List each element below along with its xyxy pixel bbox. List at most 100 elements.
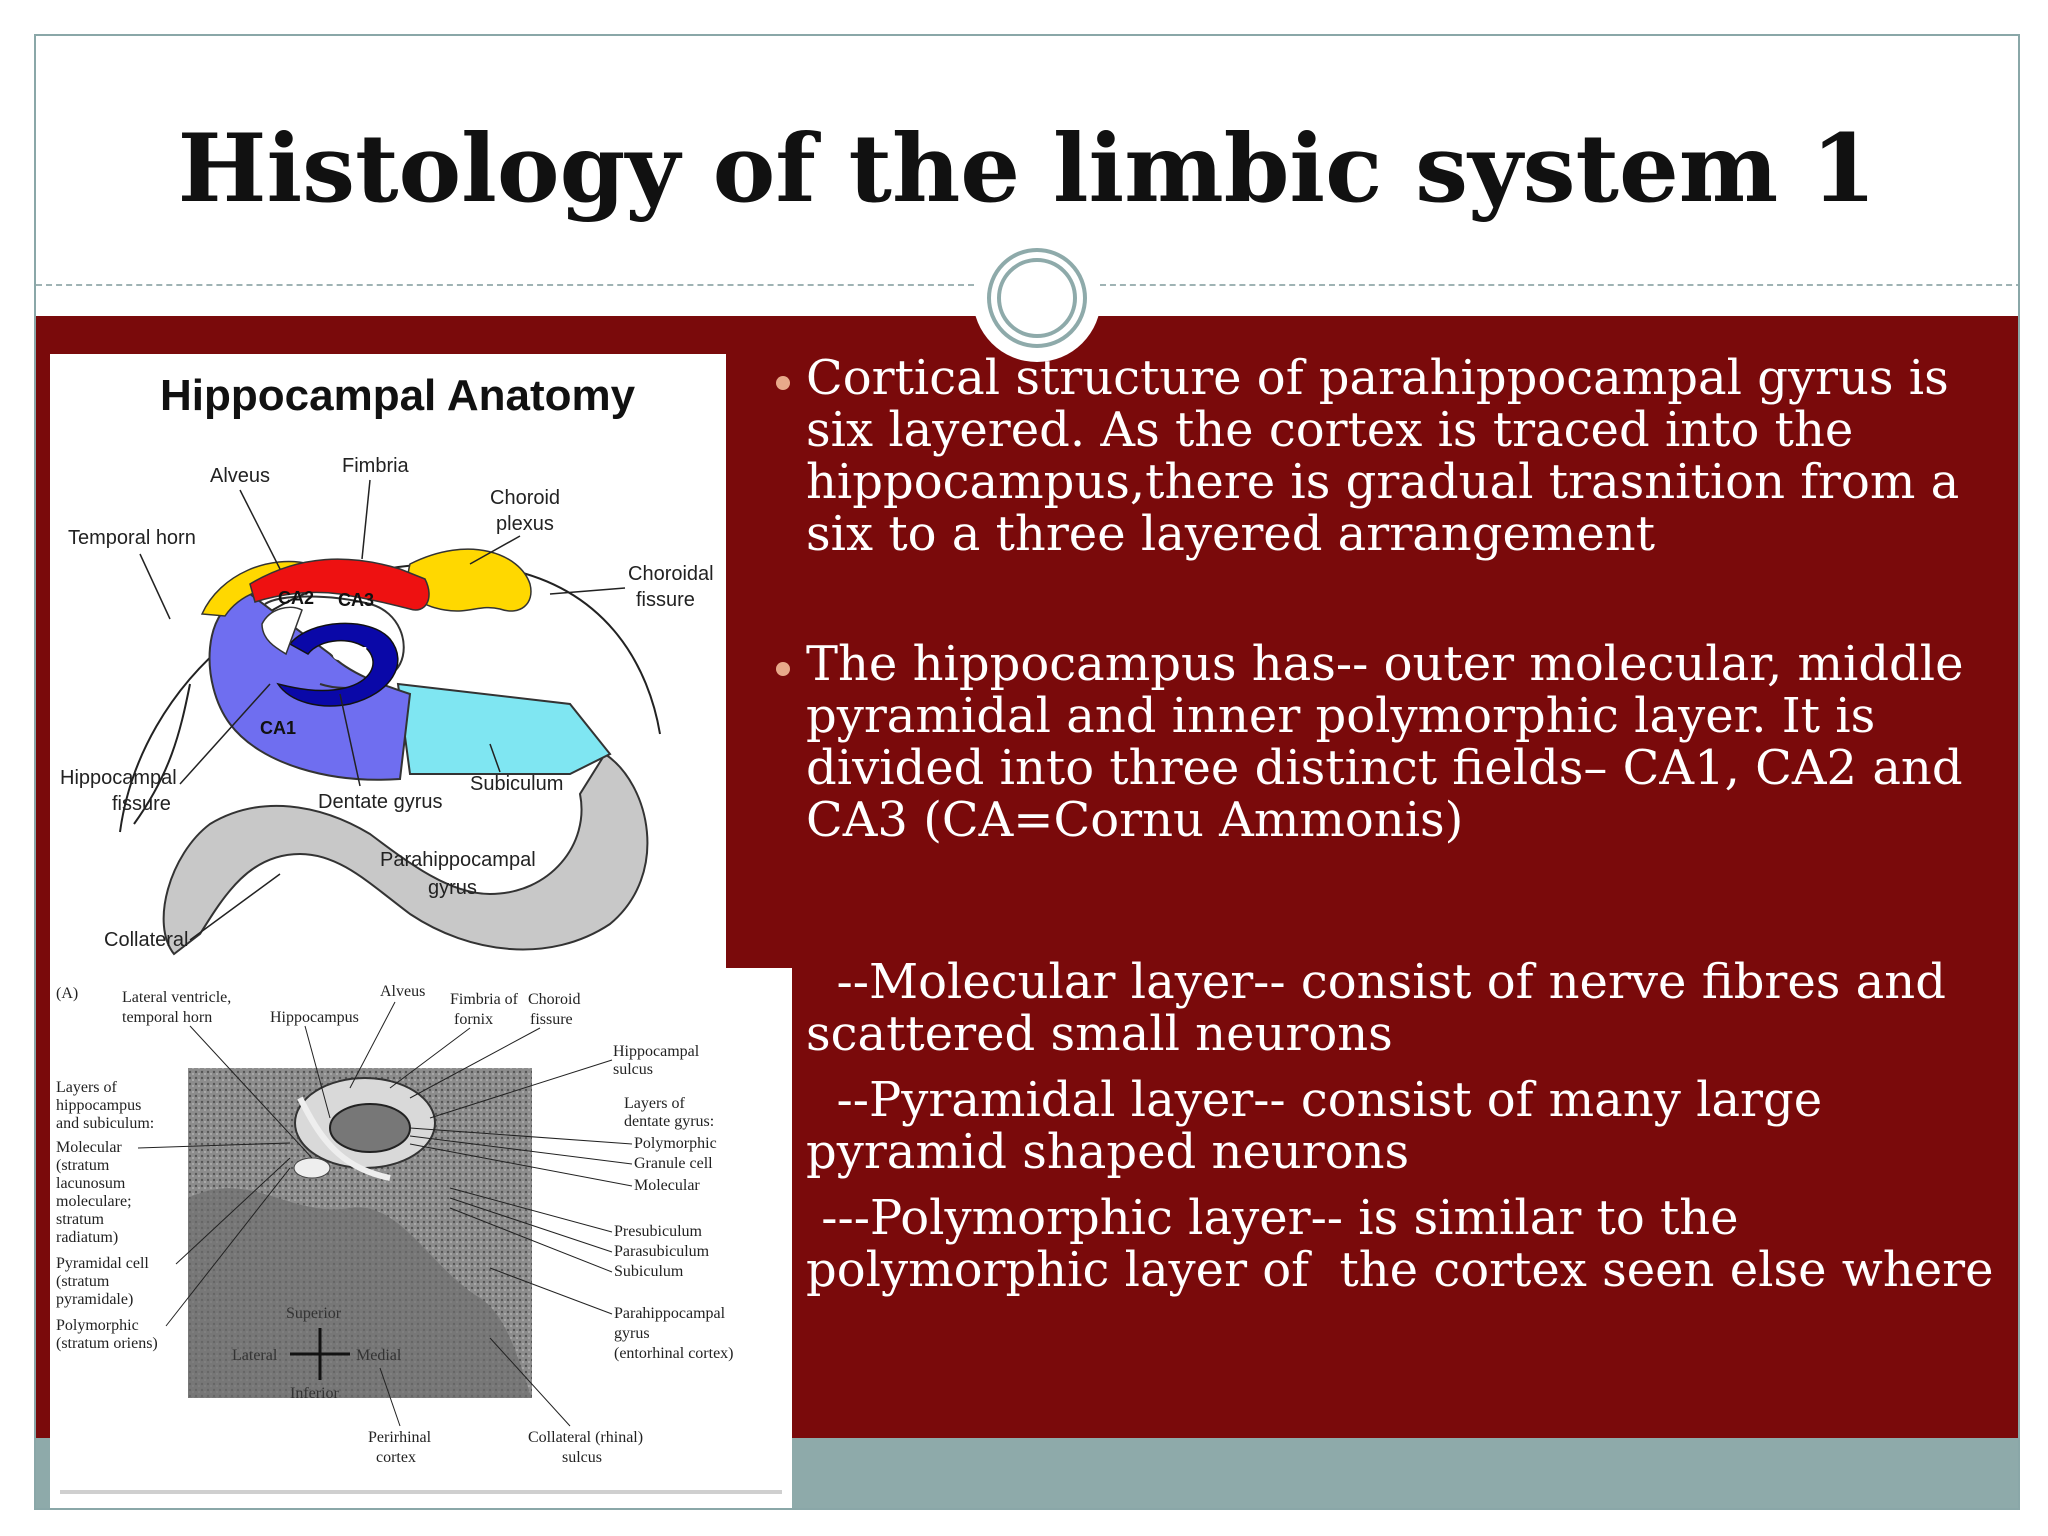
label-hippocampus-layers: hippocampus: [56, 1097, 141, 1114]
alveus-band: [297, 1096, 391, 1181]
label-hippocampal-sulcus: Hippocampal: [613, 1043, 700, 1060]
dentate-gyrus-region: [276, 622, 399, 707]
label-parahippocampal: Parahippocampal: [380, 849, 536, 871]
label-presubiculum: Presubiculum: [614, 1223, 703, 1240]
label-lateral: Lateral: [232, 1347, 278, 1364]
hippocampal-anatomy-diagram: Hippocampal Anatomy Alveus Fimbria: [60, 371, 714, 956]
label-ca2: CA2: [278, 588, 314, 608]
divider-left: [36, 284, 974, 286]
label-collateral-sulcus: sulcus: [562, 1449, 602, 1466]
label-fissure-2: fissure: [530, 1011, 573, 1028]
label-radiatum: radiatum): [56, 1229, 118, 1246]
label-stratum-oriens: (stratum oriens): [56, 1335, 158, 1352]
label-choroidal-fissure: fissure: [636, 589, 695, 611]
bullet-1: [776, 376, 790, 390]
histology-leader-lines: [137, 1001, 633, 1427]
label-alveus-2: Alveus: [380, 983, 425, 1000]
label-entorhinal: (entorhinal cortex): [614, 1345, 734, 1362]
label-ca1: CA1: [260, 718, 296, 738]
subiculum-region: [396, 682, 612, 775]
parahippocampal-region: [162, 752, 649, 956]
label-molecular: Molecular: [56, 1139, 122, 1156]
label-ca4: CA4: [332, 644, 368, 664]
label-stratum-2: stratum: [56, 1211, 105, 1228]
label-stratum-3: (stratum: [56, 1273, 110, 1290]
hippocampus-histology-figure: (A) Lateral ventricle, temporal horn Hip…: [50, 968, 792, 1508]
label-layers-of-dg: Layers of: [624, 1095, 686, 1112]
paragraph-1-line-1: Cortical structure of parahippocampal gy…: [806, 350, 1949, 406]
label-parasubiculum: Parasubiculum: [614, 1243, 710, 1260]
slide-frame: Histology of the limbic system 1 Hippoca…: [34, 34, 2020, 1510]
label-hippocampal: Hippocampal: [60, 767, 177, 789]
label-and-subiculum: and subiculum:: [56, 1115, 154, 1132]
paragraph-2: The hippocampus has-- outer molecular, m…: [806, 638, 1964, 846]
label-granule-cell: Granule cell: [634, 1155, 713, 1172]
label-choroid: Choroid: [490, 487, 560, 509]
figure-title: Hippocampal Anatomy: [160, 371, 636, 420]
label-dentate-gyrus-2: dentate gyrus:: [624, 1113, 714, 1130]
label-stratum-1: (stratum: [56, 1157, 110, 1174]
label-collateral-rhinal: Collateral (rhinal): [528, 1429, 643, 1446]
figure-credit-line: [60, 1490, 782, 1494]
label-pyramidal-cell: Pyramidal cell: [56, 1255, 149, 1272]
label-medial: Medial: [356, 1347, 402, 1364]
label-alveus: Alveus: [210, 465, 270, 487]
label-hippocampal-fissure: fissure: [112, 793, 171, 815]
ventricle-space: [293, 1157, 331, 1179]
label-choroidal: Choroidal: [628, 563, 714, 585]
outline-inner: [133, 683, 191, 825]
label-pyramidale: pyramidale): [56, 1291, 133, 1308]
tissue-dark-layer: [188, 1188, 532, 1398]
label-lateral-ventricle: Lateral ventricle,: [122, 989, 231, 1006]
label-inferior: Inferior: [290, 1385, 340, 1402]
molecular-layer-line-1: --Molecular layer-- consist of nerve fib…: [806, 954, 1946, 1010]
paragraph-2-line-2: pyramidal and inner polymorphic layer. I…: [806, 688, 1876, 744]
label-polymorphic: Polymorphic: [56, 1317, 139, 1334]
label-gyrus: gyrus: [428, 877, 477, 899]
polymorphic-layer-line-2: polymorphic layer of the cortex seen els…: [806, 1242, 1994, 1298]
pyramidal-layer-line-2: pyramid shaped neurons: [806, 1124, 1410, 1180]
hippocampal-anatomy-figure: Hippocampal Anatomy Alveus Fimbria: [50, 354, 726, 968]
label-plexus: plexus: [496, 513, 554, 535]
label-superior: Superior: [286, 1305, 342, 1322]
paragraph-1-line-4: six to a three layered arrangement: [806, 506, 1655, 562]
temporal-horn-cavity: [261, 606, 303, 656]
label-gyrus-2: gyrus: [614, 1325, 650, 1342]
label-fimbria: Fimbria: [342, 455, 410, 477]
label-perirhinal: Perirhinal: [368, 1429, 432, 1446]
label-choroid-2: Choroid: [528, 991, 580, 1008]
label-collateral: Collateral: [104, 929, 188, 951]
paragraph-1-line-3: hippocampus,there is gradual trasnition …: [806, 454, 1960, 510]
label-subiculum-2: Subiculum: [614, 1263, 684, 1280]
label-dentate-gyrus: Dentate gyrus: [318, 791, 443, 813]
label-subiculum: Subiculum: [470, 773, 563, 795]
orientation-cross: [290, 1328, 350, 1380]
paragraph-2-line-3: divided into three distinct fields– CA1,…: [806, 740, 1963, 796]
label-molecular-dg: Molecular: [634, 1177, 700, 1194]
label-fornix: fornix: [454, 1011, 493, 1028]
pyramidal-layer-line-1: --Pyramidal layer-- consist of many larg…: [806, 1072, 1823, 1128]
molecular-layer-line-2: scattered small neurons: [806, 1006, 1393, 1062]
label-layers-hippo: Layers of: [56, 1079, 118, 1096]
label-lacunosum: lacunosum: [56, 1175, 126, 1192]
divider-ring-inner: [997, 258, 1077, 338]
histology-section-diagram: (A) Lateral ventricle, temporal horn Hip…: [56, 983, 782, 1494]
paragraph-2-line-1: The hippocampus has-- outer molecular, m…: [806, 636, 1964, 692]
dentate-section: [329, 1103, 411, 1153]
bullet-2: [776, 662, 790, 676]
paragraph-1: Cortical structure of parahippocampal gy…: [806, 352, 1959, 560]
label-temporal-horn: Temporal horn: [68, 527, 196, 549]
fimbria-region: [249, 558, 430, 611]
label-ca3: CA3: [338, 590, 374, 610]
label-cortex: cortex: [376, 1449, 416, 1466]
label-temporal-horn: temporal horn: [122, 1009, 212, 1026]
leader-lines: [139, 479, 626, 941]
polymorphic-layer-line-1: ---Polymorphic layer-- is similar to the: [806, 1190, 1739, 1246]
paragraph-1-line-2: six layered. As the cortex is traced int…: [806, 402, 1854, 458]
label-a: (A): [56, 985, 78, 1002]
label-fimbria-of: Fimbria of: [450, 991, 519, 1008]
label-moleculare: moleculare;: [56, 1193, 132, 1210]
divider-right: [1100, 284, 2018, 286]
label-hippocampus: Hippocampus: [270, 1009, 359, 1026]
label-polymorphic-dg: Polymorphic: [634, 1135, 717, 1152]
